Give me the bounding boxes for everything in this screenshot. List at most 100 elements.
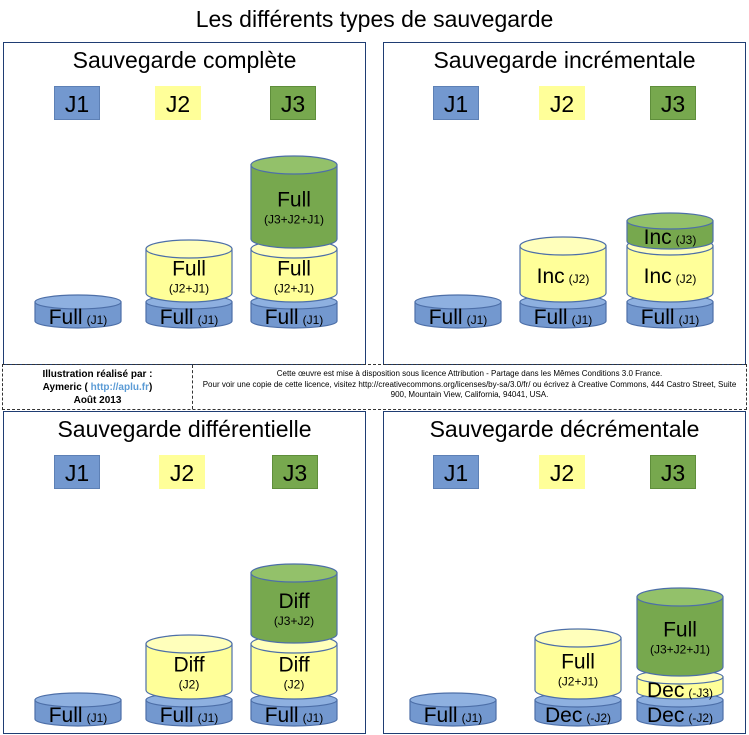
- cylinder-d3m: Diff(J2): [250, 634, 338, 700]
- label-sub: (J1): [572, 313, 593, 327]
- cylinder-label: Full(J1): [265, 704, 324, 727]
- label-sub: (J1): [87, 313, 108, 327]
- label-main: Full: [424, 704, 458, 727]
- day-j1-label: J1: [433, 455, 479, 489]
- label-sub: (J3+J2): [274, 614, 314, 628]
- label-main: Inc: [644, 226, 672, 249]
- label-sub: (J1): [303, 313, 324, 327]
- cylinder-d3b: Dec (-J2): [636, 692, 724, 727]
- cylinder-label: Full (J1): [429, 306, 488, 329]
- credits-author: Illustration réalisé par : Aymeric ( htt…: [3, 365, 193, 409]
- label-sub: (J2+J1): [274, 282, 314, 296]
- day-j3-label: J3: [270, 86, 316, 120]
- cylinder-d1: Full (J1): [409, 692, 497, 727]
- cylinder-d3t: Full(J3+J2+J1): [636, 587, 724, 677]
- cylinder-d3t: Full(J3+J2+J1): [250, 155, 338, 249]
- label-sub: (J2): [284, 678, 305, 692]
- author-line: Aymeric ( http://aplu.fr): [3, 381, 192, 394]
- label-sub: (J1): [679, 313, 700, 327]
- label-sub: (-J2): [688, 711, 713, 725]
- author-end: ): [148, 382, 153, 393]
- label-sub: (J2): [179, 678, 200, 692]
- panel-title: Sauvegarde complète: [72, 47, 297, 73]
- cylinder-d3t: Inc(J3): [626, 212, 714, 250]
- cylinder-label: Inc (J2): [644, 265, 697, 288]
- cylinder-d1: Full (J1): [34, 294, 122, 329]
- cylinder-stack: Full(J1)Dec(-J2)Full(J2+J1)Dec(-J2)Dec(-…: [409, 587, 724, 727]
- label-sub: (J2): [569, 272, 590, 286]
- day-j2-label: J2: [155, 86, 201, 120]
- cylinder-d1: Full (J1): [414, 294, 502, 329]
- label-main: Full: [534, 306, 568, 329]
- cylinder-label: Inc (J2): [537, 265, 590, 288]
- cylinder-label: Full (J1): [641, 306, 700, 329]
- label-sub: (J1): [87, 711, 108, 725]
- credits-footer: Illustration réalisé par : Aymeric ( htt…: [2, 364, 747, 410]
- label-main: Full: [160, 306, 194, 329]
- day-j3-label: J3: [272, 455, 318, 489]
- day-j3-label: J3: [650, 86, 696, 120]
- panel-differential: Sauvegarde différentielle J1 J2 J3 Full(…: [3, 411, 366, 734]
- cylinder-label: Inc(J3): [644, 226, 697, 249]
- label-sub: (-J2): [586, 711, 611, 725]
- label-main: Dec: [647, 679, 684, 702]
- cylinder-stack: Full(J1)Full(J1)Inc(J2)Full(J1)Inc(J2)In…: [414, 212, 714, 329]
- cylinder-d3m: Full(J2+J1): [250, 239, 338, 303]
- label-main: Full: [265, 306, 299, 329]
- label-sub: (J1): [467, 313, 488, 327]
- credit-line: Illustration réalisé par :: [42, 369, 153, 380]
- cylinder-d2t: Full(J2+J1): [145, 239, 233, 303]
- cylinder-label: Full (J1): [49, 704, 108, 727]
- cylinder-label: Full (J1): [265, 306, 324, 329]
- website-link[interactable]: http://aplu.fr: [90, 382, 149, 393]
- label-sub: (J3+J2+J1): [650, 643, 710, 657]
- label-sub: (J1): [462, 711, 483, 725]
- author-name: Aymeric (: [42, 382, 88, 393]
- day-j3-label: J3: [650, 455, 696, 489]
- day-j2-label: J2: [159, 455, 205, 489]
- day-j1-label: J1: [54, 86, 100, 120]
- label-main: Dec: [647, 704, 684, 727]
- cylinder-stack: Full(J1)Full(J1)Diff(J2)Full(J1)Diff(J2)…: [34, 563, 338, 727]
- cylinder-label: Full (J1): [160, 704, 219, 727]
- label-sub: (-J3): [688, 686, 713, 700]
- cylinder-label: Full (J1): [534, 306, 593, 329]
- day-j2-label: J2: [539, 455, 585, 489]
- label-main: Full: [49, 704, 83, 727]
- label-main: Full: [265, 704, 299, 727]
- date-line: Août 2013: [73, 395, 122, 406]
- cylinder-d1: Full (J1): [34, 692, 122, 727]
- label-main: Inc: [644, 265, 672, 288]
- cylinder-label: Dec (-J2): [545, 704, 611, 727]
- day-j1-label: J1: [54, 455, 100, 489]
- license-text: Cette œuvre est mise à disposition sous …: [193, 365, 746, 409]
- panel-title: Sauvegarde incrémentale: [433, 47, 696, 73]
- panel-complete: Sauvegarde complète J1 J2 J3 Full(J1)Ful…: [3, 42, 366, 365]
- label-sub: (J3+J2+J1): [264, 213, 324, 227]
- panel-incremental: Sauvegarde incrémentale J1 J2 J3 Full(J1…: [383, 42, 746, 365]
- cylinder-d3t: Diff(J3+J2): [250, 563, 338, 644]
- cylinder-d2t: Inc (J2): [519, 236, 607, 303]
- license-line-1: Cette œuvre est mise à disposition sous …: [276, 369, 663, 378]
- label-main: Full: [49, 306, 83, 329]
- label-main: Dec: [545, 704, 582, 727]
- cylinder-label: Full (J1): [49, 306, 108, 329]
- label-main: Full: [277, 189, 311, 212]
- label-main: Full: [429, 306, 463, 329]
- label-main: Full: [160, 704, 194, 727]
- label-sub: (J1): [198, 313, 219, 327]
- panel-title: Sauvegarde décrémentale: [429, 416, 700, 442]
- day-j2-label: J2: [539, 86, 585, 120]
- cylinder-d2t: Full(J2+J1): [534, 628, 622, 700]
- label-main: Full: [561, 651, 595, 674]
- cylinder-d2t: Diff(J2): [145, 634, 233, 700]
- cylinder-d2b: Full (J1): [145, 692, 233, 727]
- label-main: Inc: [537, 265, 565, 288]
- label-main: Full: [172, 258, 206, 281]
- label-sub: (J2+J1): [558, 675, 598, 689]
- cylinder-label: Full (J1): [160, 306, 219, 329]
- label-main: Full: [641, 306, 675, 329]
- label-sub: (J1): [198, 711, 219, 725]
- license-line-2: Pour voir une copie de cette licence, vi…: [202, 379, 737, 400]
- label-sub: (J2): [676, 272, 697, 286]
